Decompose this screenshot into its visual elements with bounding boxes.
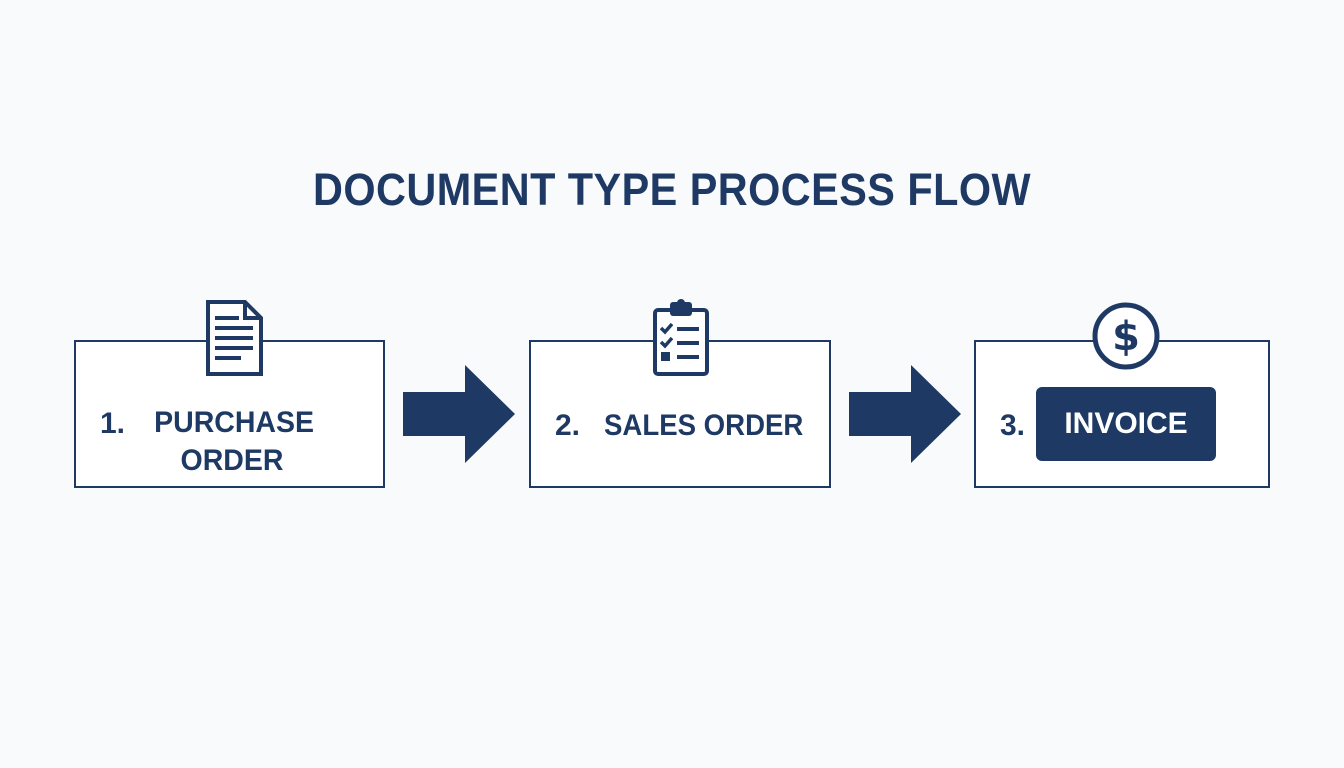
step-box-sales-order: 2. SALES ORDER <box>529 299 831 488</box>
step-number: 2. <box>555 409 581 442</box>
document-icon <box>206 300 263 376</box>
diagram-title: DOCUMENT TYPE PROCESS FLOW <box>312 164 1032 215</box>
dollar-coin-icon: $ <box>1092 302 1160 370</box>
right-arrow-icon <box>403 365 515 463</box>
step-number: 3. <box>1000 409 1026 442</box>
invoice-button[interactable]: INVOICE <box>1036 387 1216 461</box>
right-arrow-icon <box>849 365 961 463</box>
step-label-purchase-order: PURCHASE ORDER <box>154 406 315 477</box>
svg-text:$: $ <box>1112 314 1140 360</box>
step-box-invoice: $ 3. INVOICE <box>974 302 1270 488</box>
step-label-sales-order: SALES ORDER <box>604 409 804 442</box>
step-number: 1. <box>100 407 126 440</box>
step-box-purchase-order: 1. PURCHASE ORDER <box>74 300 385 488</box>
clipboard-checklist-icon <box>653 299 709 376</box>
